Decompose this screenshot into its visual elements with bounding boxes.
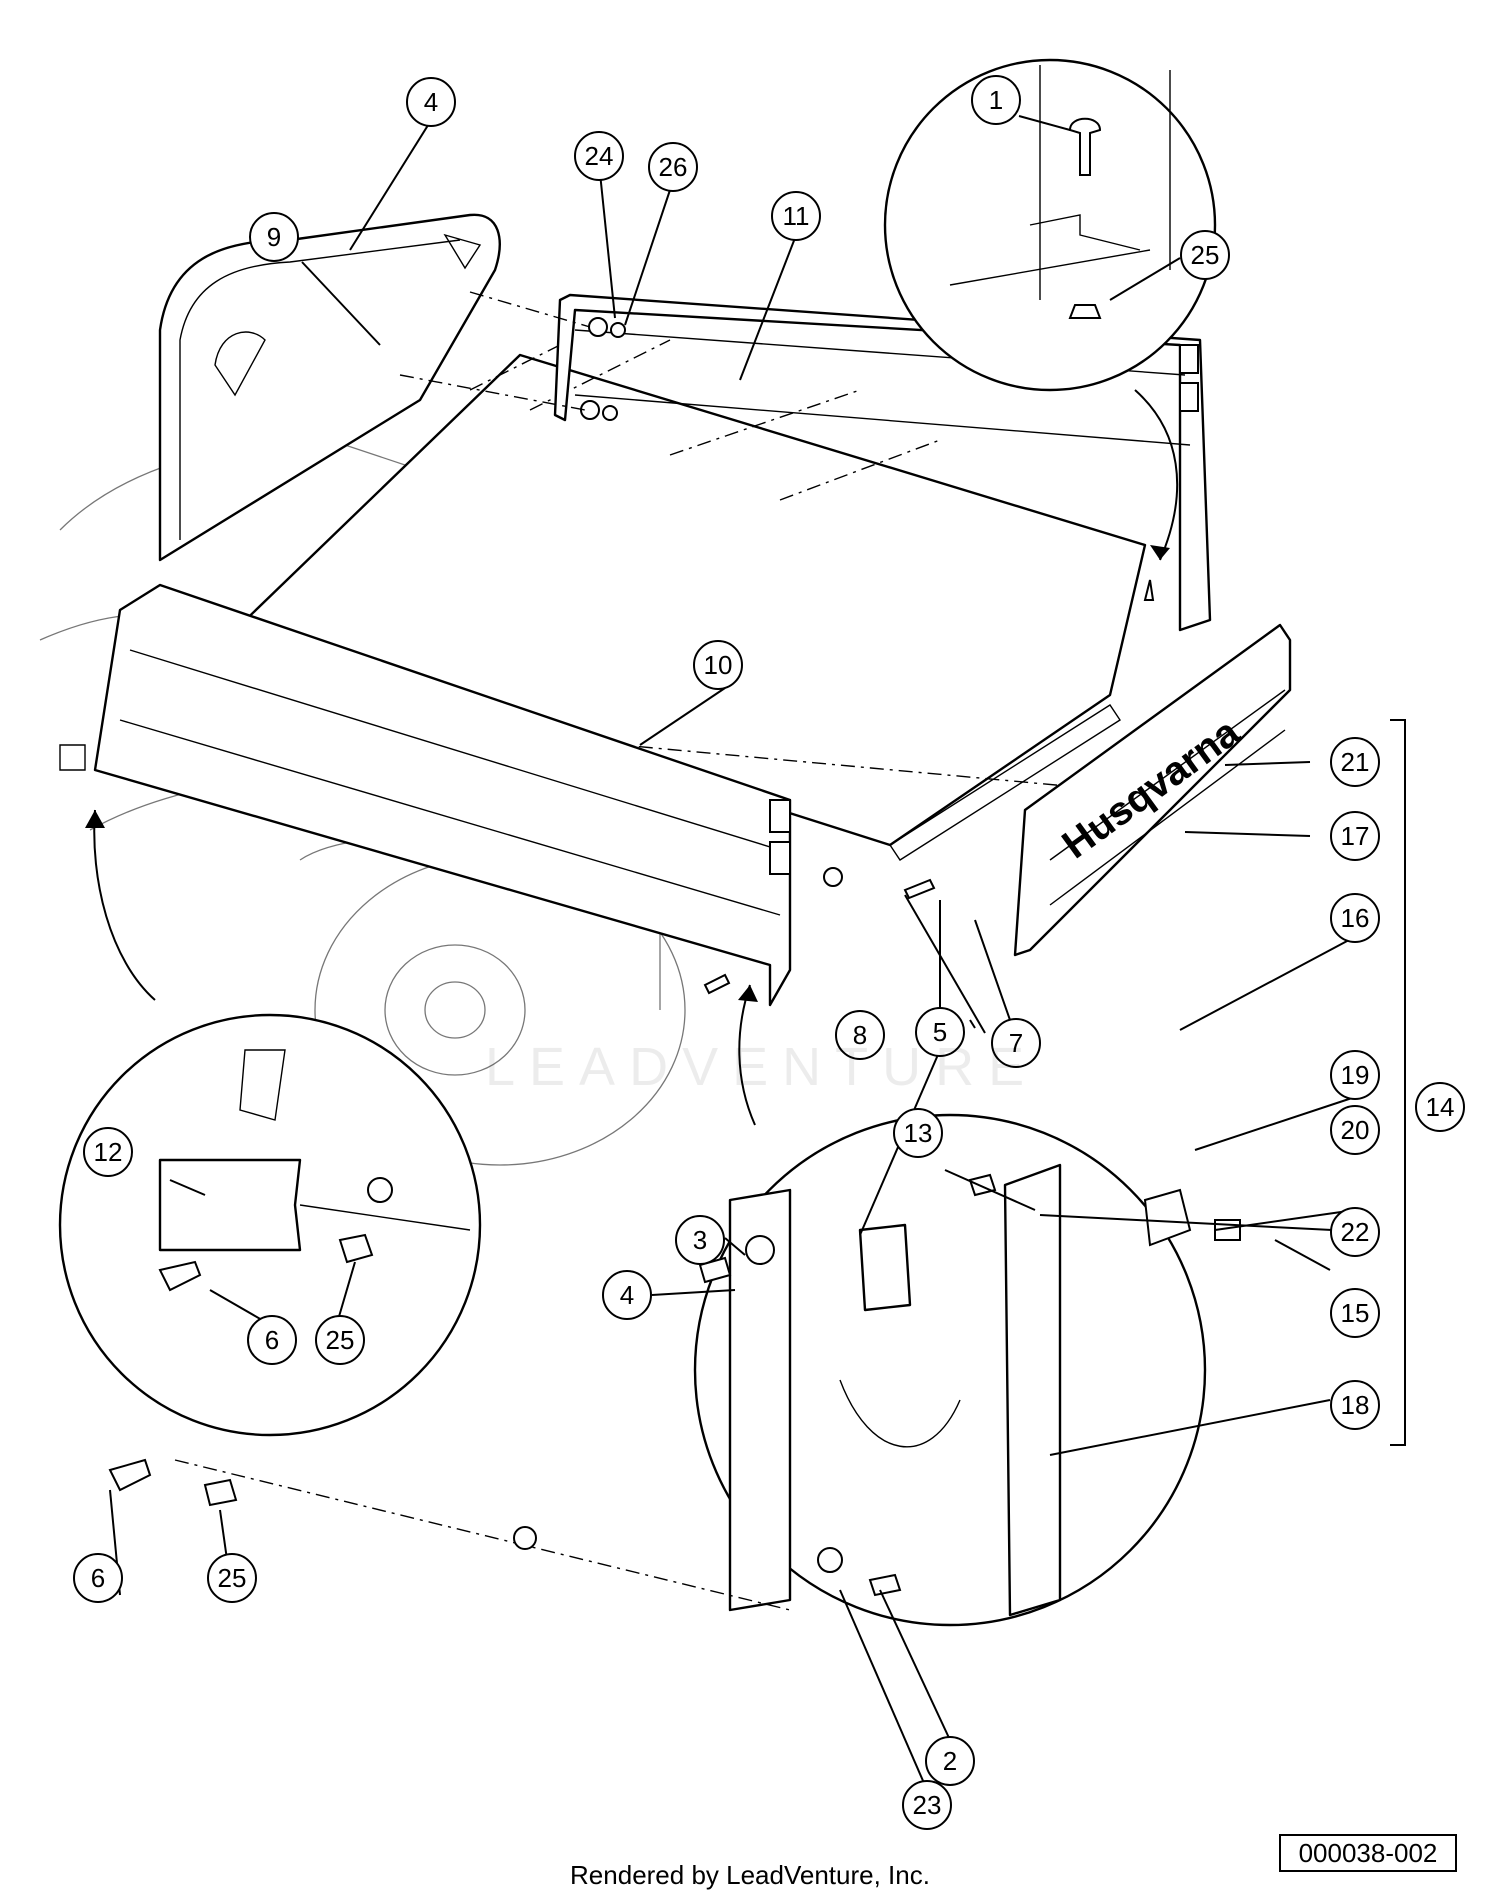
callout-25-top: 25 xyxy=(1180,230,1230,280)
svg-text:25: 25 xyxy=(218,1563,247,1593)
svg-text:9: 9 xyxy=(267,222,281,252)
svg-text:25: 25 xyxy=(326,1325,355,1355)
detail-view-top xyxy=(883,58,1217,392)
svg-text:14: 14 xyxy=(1426,1092,1455,1122)
leader-lines xyxy=(109,115,1356,1791)
diagram-part-number: 000038-002 xyxy=(1279,1834,1457,1872)
svg-text:11: 11 xyxy=(783,201,810,231)
svg-text:2: 2 xyxy=(943,1746,957,1776)
callout-4-right: 4 xyxy=(602,1270,652,1320)
front-panel xyxy=(399,291,1212,632)
svg-text:5: 5 xyxy=(933,1017,947,1047)
detail-arrows xyxy=(85,389,1179,1126)
callout-8: 8 xyxy=(835,1010,885,1060)
callout-12: 12 xyxy=(83,1127,133,1177)
callout-7: 7 xyxy=(991,1018,1041,1068)
callout-2: 2 xyxy=(925,1736,975,1786)
svg-text:4: 4 xyxy=(620,1280,634,1310)
svg-text:8: 8 xyxy=(853,1020,867,1050)
detail-view-right xyxy=(108,1113,1241,1627)
svg-text:16: 16 xyxy=(1341,903,1370,933)
callout-17: 17 xyxy=(1330,811,1380,861)
svg-text:12: 12 xyxy=(94,1137,123,1167)
callout-21: 21 xyxy=(1330,737,1380,787)
svg-text:25: 25 xyxy=(1191,240,1220,270)
callout-9: 9 xyxy=(249,212,299,262)
svg-text:17: 17 xyxy=(1341,821,1370,851)
callout-10: 10 xyxy=(693,640,743,690)
svg-text:18: 18 xyxy=(1341,1390,1370,1420)
callout-26: 26 xyxy=(648,142,698,192)
callout-6-bottom: 6 xyxy=(73,1553,123,1603)
callout-25-bottom: 25 xyxy=(207,1553,257,1603)
svg-text:1: 1 xyxy=(989,85,1003,115)
group-bracket-14 xyxy=(1390,719,1406,1446)
svg-text:6: 6 xyxy=(265,1325,279,1355)
svg-text:19: 19 xyxy=(1341,1060,1370,1090)
callout-25-left: 25 xyxy=(315,1315,365,1365)
svg-text:26: 26 xyxy=(659,152,688,182)
svg-text:24: 24 xyxy=(585,141,614,171)
svg-text:10: 10 xyxy=(704,650,733,680)
svg-text:15: 15 xyxy=(1341,1298,1370,1328)
callout-22: 22 xyxy=(1330,1207,1380,1257)
callout-13: 13 xyxy=(893,1108,943,1158)
svg-text:7: 7 xyxy=(1009,1028,1023,1058)
callout-4-top: 4 xyxy=(406,77,456,127)
callout-5: 5 xyxy=(915,1007,965,1057)
callout-20: 20 xyxy=(1330,1105,1380,1155)
callout-3: 3 xyxy=(675,1215,725,1265)
bed-hardware xyxy=(703,579,1155,995)
svg-text:21: 21 xyxy=(1341,747,1370,777)
svg-text:6: 6 xyxy=(91,1563,105,1593)
callout-16: 16 xyxy=(1330,893,1380,943)
watermark: LEADVENTURE xyxy=(485,1037,1038,1097)
svg-text:4: 4 xyxy=(424,87,438,117)
svg-text:23: 23 xyxy=(913,1790,942,1820)
svg-text:13: 13 xyxy=(904,1118,933,1148)
callout-23: 23 xyxy=(902,1780,952,1830)
svg-text:22: 22 xyxy=(1341,1217,1370,1247)
callout-6-left: 6 xyxy=(247,1315,297,1365)
callout-24: 24 xyxy=(574,131,624,181)
detail-view-left xyxy=(58,1013,482,1437)
svg-text:20: 20 xyxy=(1341,1115,1370,1145)
callout-18: 18 xyxy=(1330,1380,1380,1430)
long-side-panel xyxy=(59,583,792,1007)
footer-credit: Rendered by LeadVenture, Inc. xyxy=(570,1860,930,1890)
callout-11: 11 xyxy=(771,191,821,241)
callout-19: 19 xyxy=(1330,1050,1380,1100)
callout-15: 15 xyxy=(1330,1288,1380,1338)
svg-text:3: 3 xyxy=(693,1225,707,1255)
callout-14: 14 xyxy=(1415,1082,1465,1132)
callout-1: 1 xyxy=(971,75,1021,125)
